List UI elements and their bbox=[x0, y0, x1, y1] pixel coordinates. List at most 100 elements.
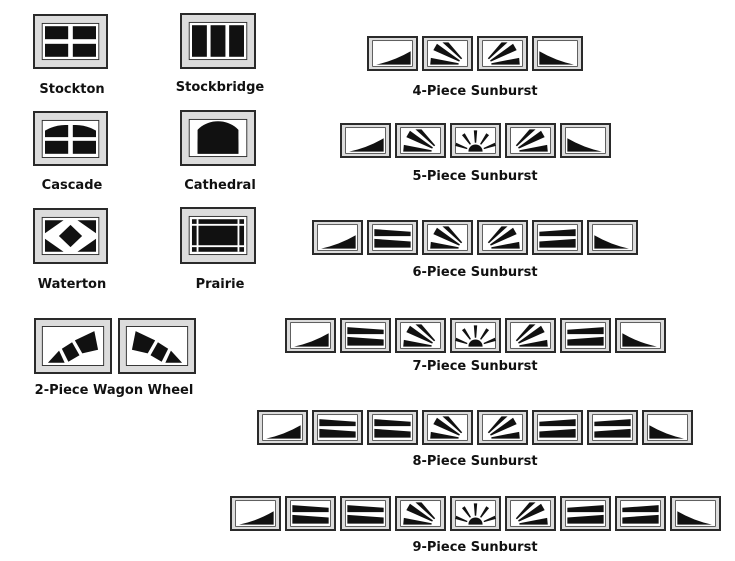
sunburst-segment bbox=[442, 416, 463, 434]
sunburst-segment bbox=[539, 51, 574, 65]
sunburst-segment bbox=[374, 229, 411, 237]
sunburst-segment bbox=[346, 327, 384, 335]
sunburst-segment bbox=[539, 428, 576, 438]
sunburst-segment bbox=[430, 241, 459, 249]
stockton-label: Stockton bbox=[39, 82, 105, 97]
sunburst-6-pane-5 bbox=[532, 220, 583, 255]
sunburst-insert-icon bbox=[647, 414, 688, 441]
sunburst-segment bbox=[442, 42, 463, 60]
sunburst-segment bbox=[454, 142, 467, 150]
sunburst-insert-icon bbox=[674, 500, 716, 527]
sunburst-segment bbox=[518, 517, 548, 525]
sunburst-insert-icon bbox=[564, 127, 606, 154]
sunburst-insert-icon bbox=[454, 127, 496, 154]
sunburst-segment bbox=[414, 129, 435, 147]
sunburst-insert-icon bbox=[344, 127, 386, 154]
sunburst-segment bbox=[517, 130, 545, 149]
sunburst-segment bbox=[518, 144, 548, 152]
sunburst-segment bbox=[566, 138, 602, 152]
cathedral-arch-icon bbox=[188, 118, 248, 158]
sunburst-insert-icon bbox=[317, 414, 358, 441]
sunburst-segment bbox=[467, 517, 483, 525]
sunburst-segment bbox=[346, 336, 384, 346]
sunburst-9-pane-3 bbox=[339, 496, 391, 531]
sunburst-insert-icon bbox=[317, 224, 358, 251]
sunburst-segment bbox=[454, 337, 467, 345]
sunburst-segment bbox=[374, 428, 411, 438]
sunburst-segment bbox=[517, 503, 545, 522]
sunburst-segment bbox=[405, 325, 433, 344]
sunburst-segment bbox=[515, 502, 536, 520]
sunburst-insert-icon bbox=[399, 322, 441, 349]
sunburst-segment bbox=[473, 130, 477, 143]
wagon-wheel-left-icon bbox=[41, 326, 105, 366]
sunburst-insert-icon bbox=[289, 500, 331, 527]
sunburst-segment bbox=[266, 425, 301, 439]
sunburst-5-pane-3 bbox=[449, 123, 501, 158]
sunburst-insert-icon bbox=[564, 500, 606, 527]
wagon-wheel-right-icon bbox=[125, 326, 189, 366]
sunburst-insert-icon bbox=[592, 414, 633, 441]
sunburst-5-pane-4 bbox=[504, 123, 556, 158]
sunburst-segment bbox=[374, 419, 411, 427]
sunburst-segment bbox=[491, 431, 520, 439]
sunburst-segment bbox=[473, 325, 477, 338]
sunburst-segment bbox=[479, 328, 489, 340]
sunburst-9-label: 9-Piece Sunburst bbox=[412, 540, 538, 555]
sunburst-insert-icon bbox=[289, 322, 331, 349]
sunburst-segment bbox=[566, 505, 604, 513]
sunburst-segment bbox=[539, 238, 576, 248]
sunburst-segment bbox=[621, 505, 659, 513]
sunburst-8-pane-3 bbox=[367, 410, 418, 445]
sunburst-9-pane-2 bbox=[284, 496, 336, 531]
sunburst-6-pane-6 bbox=[587, 220, 638, 255]
sunburst-segment bbox=[487, 226, 508, 244]
sunburst-segment bbox=[402, 144, 432, 152]
sunburst-segment bbox=[491, 57, 520, 65]
sunburst-5-label: 5-Piece Sunburst bbox=[412, 169, 538, 184]
sunburst-6-pane-3 bbox=[422, 220, 473, 255]
sunburst-9-pane-7 bbox=[559, 496, 611, 531]
sunburst-insert-icon bbox=[234, 500, 276, 527]
cathedral-label: Cathedral bbox=[184, 178, 256, 193]
sunburst-7-pane-2 bbox=[339, 318, 391, 353]
sunburst-segment bbox=[414, 324, 435, 342]
sunburst-7-pane-5 bbox=[504, 318, 556, 353]
sunburst-segment bbox=[293, 333, 329, 347]
sunburst-5-pane-1 bbox=[339, 123, 391, 158]
sunburst-8-pane-6 bbox=[532, 410, 583, 445]
sunburst-segment bbox=[405, 130, 433, 149]
sunburst-segment bbox=[676, 511, 712, 525]
sunburst-insert-icon bbox=[399, 500, 441, 527]
sunburst-segment bbox=[490, 227, 517, 246]
cascade-label: Cascade bbox=[41, 178, 103, 193]
sunburst-segment bbox=[321, 235, 356, 249]
sunburst-segment bbox=[487, 416, 508, 434]
sunburst-4-pane-3 bbox=[477, 36, 528, 71]
sunburst-insert-icon bbox=[537, 224, 578, 251]
sunburst-9-pane-1 bbox=[229, 496, 281, 531]
sunburst-segment bbox=[517, 325, 545, 344]
sunburst-7-pane-4 bbox=[449, 318, 501, 353]
sunburst-segment bbox=[291, 505, 329, 513]
stockton-grid-icon bbox=[41, 22, 100, 61]
sunburst-segment bbox=[348, 138, 384, 152]
sunburst-segment bbox=[515, 324, 536, 342]
sunburst-segment bbox=[461, 506, 471, 518]
sunburst-insert-icon bbox=[482, 40, 523, 67]
sunburst-9-pane-6 bbox=[504, 496, 556, 531]
sunburst-segment bbox=[491, 241, 520, 249]
sunburst-segment bbox=[291, 514, 329, 524]
sunburst-insert-icon bbox=[454, 322, 496, 349]
sunburst-insert-icon bbox=[537, 414, 578, 441]
sunburst-segment bbox=[319, 428, 356, 438]
sunburst-segment bbox=[405, 503, 433, 522]
sunburst-segment bbox=[374, 238, 411, 248]
sunburst-segment bbox=[594, 419, 631, 427]
sunburst-insert-icon bbox=[509, 322, 551, 349]
sunburst-segment bbox=[490, 417, 517, 436]
sunburst-insert-icon bbox=[372, 40, 413, 67]
sunburst-segment bbox=[594, 428, 631, 438]
sunburst-6-label: 6-Piece Sunburst bbox=[412, 265, 538, 280]
sunburst-insert-icon bbox=[564, 322, 606, 349]
